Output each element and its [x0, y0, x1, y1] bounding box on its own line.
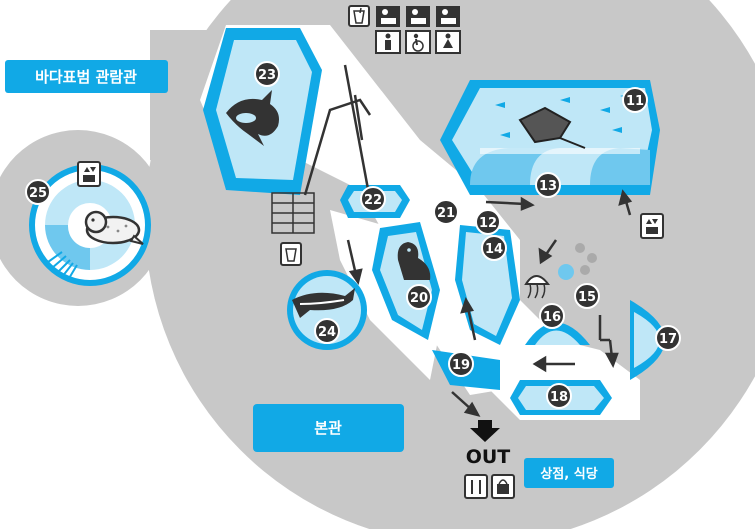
shop-restaurant-label[interactable]: 상점, 식당 [524, 458, 614, 488]
gallery-marker-number: 13 [539, 179, 557, 194]
baby-change-icon-3[interactable] [436, 6, 460, 27]
gallery-marker-25[interactable]: 25 [25, 179, 51, 205]
gallery-marker-number: 15 [578, 290, 596, 305]
gallery-marker-20[interactable]: 20 [406, 284, 432, 310]
svg-text:본관: 본관 [314, 419, 342, 437]
gallery-marker-13[interactable]: 13 [535, 172, 561, 198]
gallery-marker-18[interactable]: 18 [546, 383, 572, 409]
gallery-marker-23[interactable]: 23 [254, 61, 280, 87]
out-arrow [470, 420, 500, 442]
jellyfish-illustration [524, 275, 551, 299]
stairs [271, 192, 315, 234]
gallery-marker-24[interactable]: 24 [314, 318, 340, 344]
gallery-marker-number: 19 [452, 358, 470, 373]
gallery-marker-17[interactable]: 17 [655, 325, 681, 351]
restaurant-icon[interactable] [464, 474, 488, 499]
route-arrows [346, 189, 633, 417]
seal-hall-label: 바다표범 관람관 [5, 60, 168, 93]
gallery-11 [440, 80, 660, 195]
gallery-marker-number: 25 [29, 186, 47, 201]
tunnel-arches [470, 148, 650, 185]
gallery-17 [630, 300, 665, 380]
gallery-marker-number: 24 [318, 325, 336, 340]
seal-pool-water-left [45, 225, 90, 270]
drink-icon-2[interactable] [280, 242, 302, 266]
gallery-marker-15[interactable]: 15 [574, 283, 600, 309]
gallery-marker-number: 11 [626, 94, 644, 109]
gallery-marker-12[interactable]: 12 [475, 209, 501, 235]
drink-icon[interactable] [348, 5, 370, 27]
gallery-marker-number: 22 [364, 193, 382, 208]
escalators [303, 64, 372, 201]
gallery-marker-21[interactable]: 21 [433, 199, 459, 225]
gallery-marker-number: 21 [437, 206, 455, 221]
shark-illustration [292, 288, 355, 318]
gallery-marker-22[interactable]: 22 [360, 186, 386, 212]
seal-pool-water-top [45, 180, 135, 225]
baby-change-icon-2[interactable] [406, 6, 430, 27]
ray-illustration [518, 106, 586, 149]
gallery-marker-11[interactable]: 11 [622, 87, 648, 113]
gallery-markers: 11 12 13 14 15 16 17 18 19 20 21 22 23 24 25 [25, 61, 681, 409]
elevator-icon-2[interactable] [640, 213, 664, 239]
dolphin-illustration [226, 90, 279, 146]
gallery-marker-14[interactable]: 14 [481, 235, 507, 261]
gallery-marker-number: 16 [543, 310, 561, 325]
accessible-restroom-icon[interactable] [405, 30, 431, 54]
sea-lion-illustration [397, 242, 431, 280]
svg-text:상점, 식당: 상점, 식당 [540, 466, 597, 482]
shop-bag-icon[interactable] [491, 474, 515, 499]
male-restroom-icon[interactable] [375, 30, 401, 54]
elevator-icon[interactable] [77, 161, 101, 187]
seal-hall [29, 164, 151, 286]
gallery-marker-number: 20 [410, 291, 428, 306]
gallery-marker-number: 14 [485, 242, 503, 257]
gallery-marker-number: 18 [550, 390, 568, 405]
seal-illustration [84, 210, 144, 245]
svg-text:바다표범 관람관: 바다표범 관람관 [35, 68, 137, 86]
gallery-23 [203, 28, 322, 195]
gallery-marker-number: 23 [258, 68, 276, 83]
out-label: OUT [466, 446, 511, 468]
seal-hall-steps [47, 251, 78, 281]
main-hall-label: 본관 [253, 404, 404, 452]
gallery-marker-number: 12 [479, 216, 497, 231]
gallery-marker-16[interactable]: 16 [539, 303, 565, 329]
gallery-marker-number: 17 [659, 332, 677, 347]
female-restroom-icon[interactable] [435, 30, 461, 54]
baby-change-icon[interactable] [376, 6, 400, 27]
gallery-marker-19[interactable]: 19 [448, 351, 474, 377]
gallery-24 [287, 270, 367, 350]
